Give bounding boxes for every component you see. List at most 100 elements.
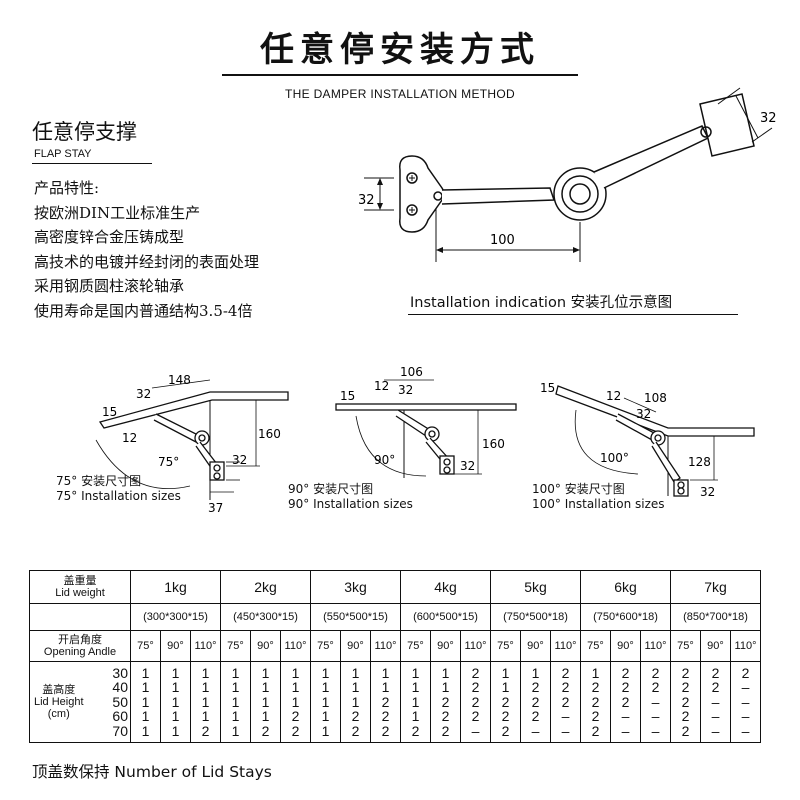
dim-e: 160 [258,427,281,441]
stay-count: 1 [291,679,300,696]
dim-d: 15 [340,389,355,403]
stay-count: 2 [351,722,360,739]
install-caption: Installation indication 安装孔位示意图 [410,295,673,311]
dim-f: 32 [232,453,247,467]
caption-cn: 100° 安装尺寸图 [532,482,625,496]
weight-row: 盖重量 Lid weight 1kg 2kg 3kg 4kg 5kg 6kg 7… [29,570,761,604]
stay-count: 1 [321,693,330,710]
size-cell: (750*600*18) [580,603,671,631]
dim-c: 15 [102,405,117,419]
weight-cell: 3kg [310,570,401,604]
stay-count: 1 [201,664,210,681]
stay-count: 1 [411,708,420,725]
dim-d: 12 [122,431,137,445]
stay-count: 1 [321,664,330,681]
weight-cell: 2kg [220,570,311,604]
feature-item: 高技术的电镀并经封闭的表面处理 [34,252,260,271]
stay-count: 1 [441,664,450,681]
stay-count: – [561,722,570,739]
size-row: (300*300*15) (450*300*15) (550*500*15) (… [29,603,761,631]
angle-cell: 90° [160,630,191,662]
angle-cell: 110° [280,630,311,662]
angle-label-cell: 开启角度 Opening Andle [29,630,131,662]
size-cell: (600*500*15) [400,603,491,631]
dim-e: 128 [688,455,711,469]
dim-e: 160 [482,437,505,451]
feature-item: 使用寿命是国内普通结构3.5-4倍 [34,301,253,320]
height-label-en: Lid Height [34,696,84,708]
stay-count: 2 [471,664,480,681]
stay-count: – [621,708,630,725]
dim-length: 100 [490,233,515,248]
stay-count: 2 [591,708,600,725]
height-label-cn: 盖高度 [42,684,76,696]
stay-count: 1 [171,693,180,710]
stay-count: 1 [261,708,270,725]
stay-count: 2 [381,693,390,710]
stay-count: 1 [291,693,300,710]
stay-count: 2 [501,708,510,725]
stay-count: 2 [531,679,540,696]
stay-count: 1 [231,693,240,710]
angle-cell: 75° [400,630,431,662]
install-caption-divider [408,314,738,315]
feature-item: 采用钢质圆柱滚轮轴承 [34,277,185,295]
stay-count: 2 [561,679,570,696]
size-cell: (750*500*18) [490,603,581,631]
stay-count: 1 [261,664,270,681]
dim-f: 32 [700,485,715,499]
stay-count: – [741,679,750,696]
stay-count: 2 [561,693,570,710]
page-title: 任意停安装方式 [260,30,540,70]
diagram-100-caption: 100° 安装尺寸图 100° Installation sizes [532,482,665,512]
stay-count: – [711,693,720,710]
stay-count: 1 [411,679,420,696]
dim-d: 32 [636,407,651,421]
height-label-cell: 盖高度 Lid Height (cm) 30 40 50 60 70 [29,661,131,743]
stay-count: 1 [231,722,240,739]
stay-count: 2 [651,679,660,696]
stay-count: – [741,708,750,725]
angle-cell: 75° [220,630,251,662]
stay-count: 1 [261,679,270,696]
stay-count: 2 [501,722,510,739]
stay-count: 2 [381,708,390,725]
diagram-90-caption: 90° 安装尺寸图 90° Installation sizes [288,482,413,512]
angle-cell: 110° [550,630,581,662]
install-indication-diagram: 32 100 32 [358,87,777,262]
title-divider [222,74,578,76]
stay-count: 1 [141,722,150,739]
caption-en: 100° Installation sizes [532,497,665,511]
diagram-75-caption: 75° 安装尺寸图 75° Installation sizes [56,474,181,504]
stay-count: 1 [171,664,180,681]
stay-count: 1 [351,664,360,681]
angle-cell: 90° [610,630,641,662]
angle-label: 90° [374,453,395,467]
stay-count: 2 [471,693,480,710]
dim-b: 12 [374,379,389,393]
angle-cell: 110° [460,630,491,662]
stay-count: 1 [171,722,180,739]
stay-count: 1 [141,679,150,696]
dim-c: 32 [398,383,413,397]
stay-count: 2 [531,693,540,710]
weight-label-cell: 盖重量 Lid weight [29,570,131,604]
weight-cell: 7kg [670,570,761,604]
stay-count: 2 [351,708,360,725]
stay-count: – [531,722,540,739]
stay-count: 2 [621,664,630,681]
stay-count: 1 [231,664,240,681]
angle-cell: 90° [520,630,551,662]
caption-cn: 90° 安装尺寸图 [288,482,374,496]
angle-cell: 90° [430,630,461,662]
stay-count: 1 [411,693,420,710]
stay-count: 2 [501,693,510,710]
